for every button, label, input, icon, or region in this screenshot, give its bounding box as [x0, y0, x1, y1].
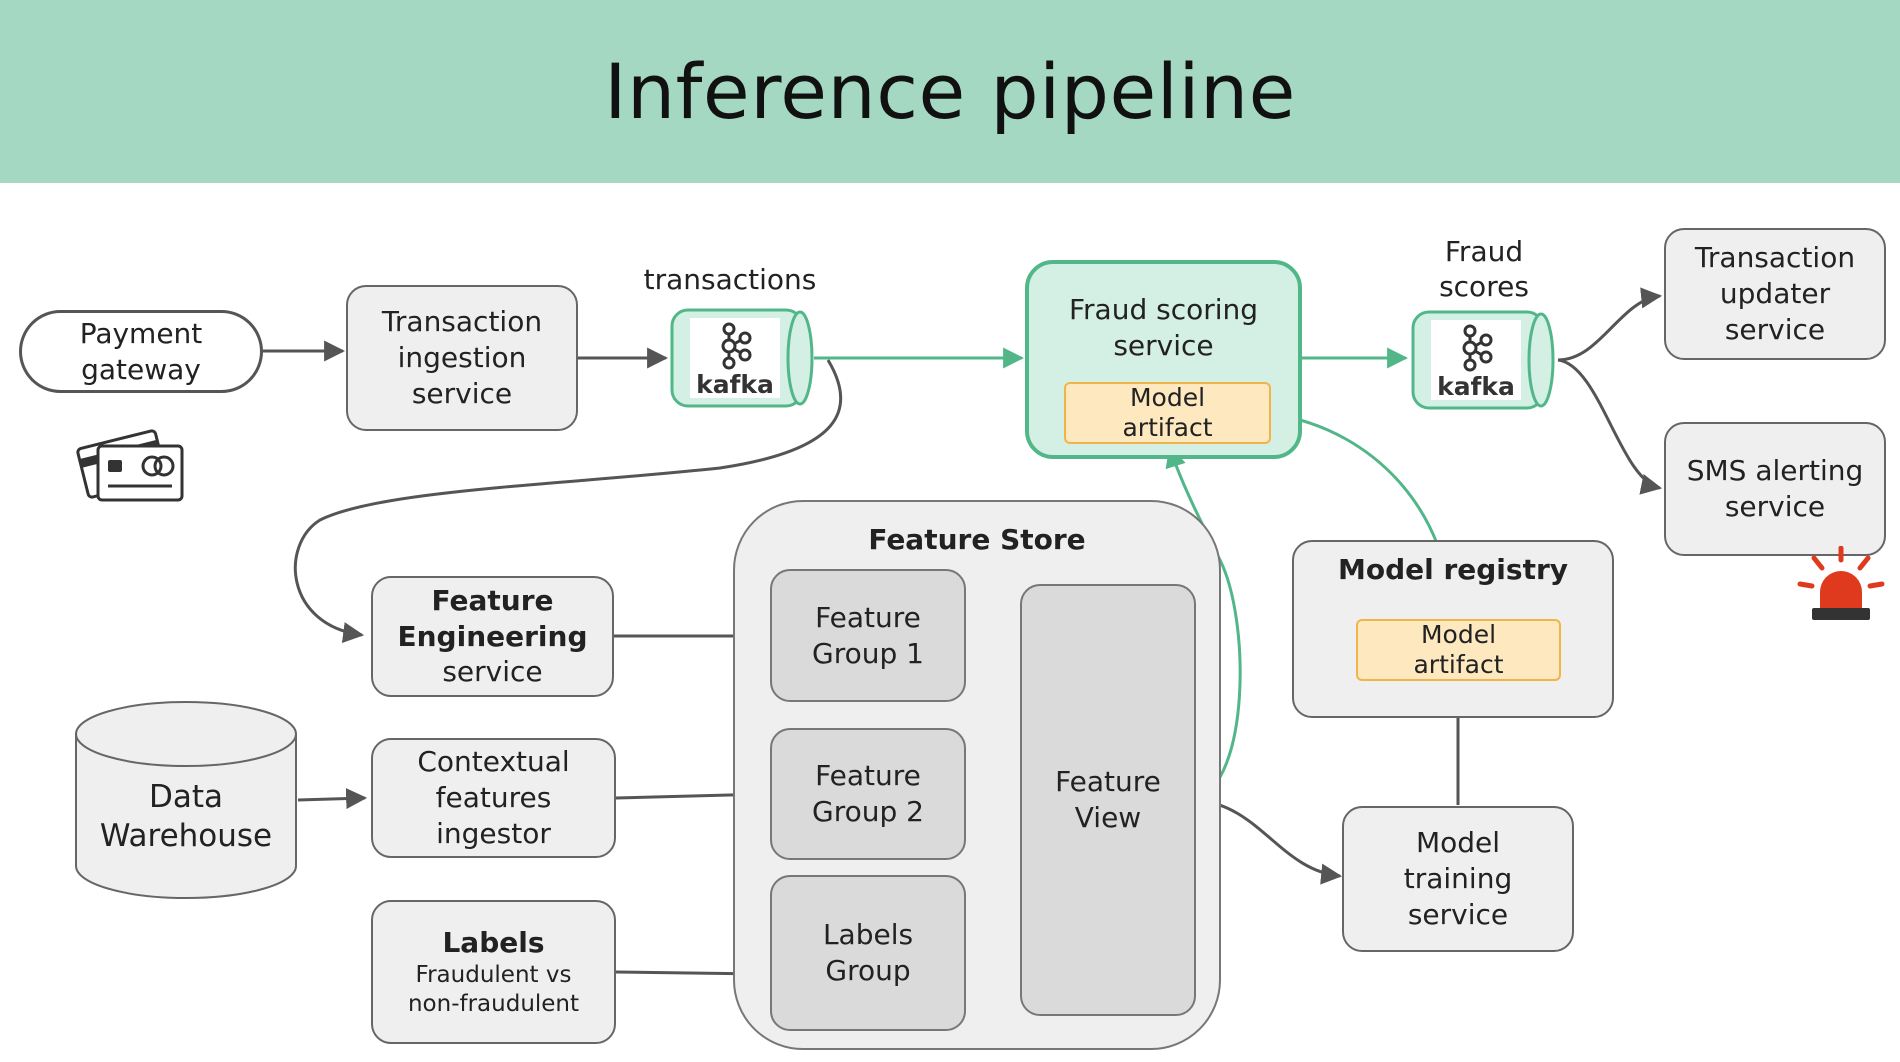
transaction-ingestion-node: Transaction ingestion service [346, 285, 578, 431]
fraud-scores-topic-label: Fraud scores [1439, 235, 1529, 303]
header-banner: Inference pipeline [0, 0, 1900, 183]
arrow-kafka-to-feature-eng [293, 359, 843, 643]
arrow-dw-to-contextual [297, 788, 368, 810]
page-title: Inference pipeline [604, 47, 1296, 136]
kafka-cylinder-shape [670, 308, 814, 408]
feature-engineering-node: Feature Engineering service [371, 576, 614, 697]
model-artifact-registry: Model artifact [1356, 619, 1561, 681]
model-artifact-scoring: Model artifact [1064, 382, 1271, 444]
labels-group-node: Labels Group [770, 875, 966, 1031]
transactions-topic-label: transactions [643, 263, 817, 296]
labels-node: Labels Fraudulent vs non-fraudulent [371, 900, 616, 1044]
kafka-transactions-topic: kafka [670, 308, 816, 408]
credit-cards-icon [76, 429, 184, 502]
model-training-service-node: Model training service [1342, 806, 1574, 952]
arrow-fv-to-scoring [1165, 445, 1242, 802]
feature-group-1-node: Feature Group 1 [770, 569, 966, 702]
transaction-updater-node: Transaction updater service [1664, 228, 1886, 360]
kafka-icon [721, 322, 752, 370]
feature-view-node: Feature View [1020, 584, 1196, 1016]
arrow-scores-to-updater [1557, 287, 1663, 362]
sms-alerting-node: SMS alerting service [1664, 422, 1886, 556]
contextual-features-ingestor-node: Contextual features ingestor [371, 738, 616, 858]
kafka-fraud-scores-topic: kafka [1411, 310, 1557, 410]
kafka-label: kafka [696, 370, 774, 399]
payment-gateway-node: Payment gateway [19, 310, 263, 393]
data-warehouse-cylinder [75, 701, 297, 899]
data-warehouse-node: Data Warehouse [74, 700, 298, 900]
arrow-scores-to-sms [1557, 358, 1663, 495]
alarm-light-icon [1797, 546, 1885, 620]
feature-group-2-node: Feature Group 2 [770, 728, 966, 860]
kafka-label: kafka [1437, 372, 1515, 401]
kafka-icon [1462, 324, 1493, 372]
